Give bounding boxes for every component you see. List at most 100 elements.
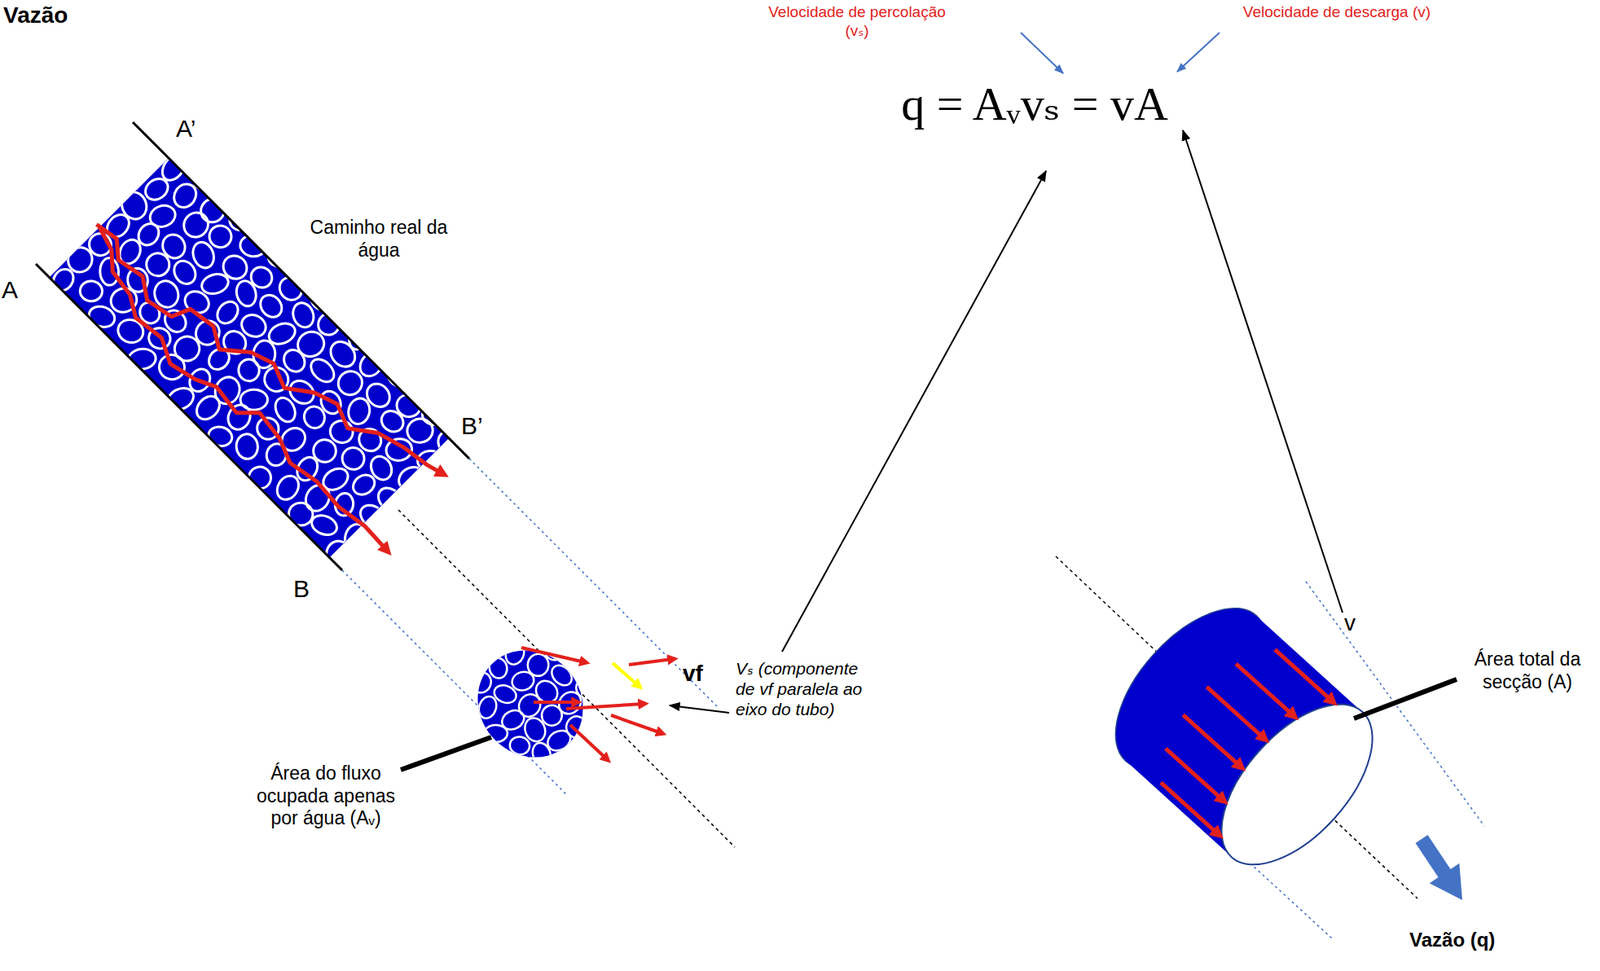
soil-grain [498, 707, 528, 734]
soil-grain [312, 439, 337, 463]
soil-grain [405, 417, 435, 444]
velocity-arrow [521, 647, 585, 663]
soil-grain [237, 311, 270, 342]
velocity-caption: Velocidade de descarga (v) [1239, 3, 1435, 22]
soil-grain [238, 233, 267, 259]
soil-grain [394, 391, 424, 420]
soil-grain [235, 433, 260, 461]
section-letter: B [293, 574, 326, 604]
section-letter: B’ [461, 411, 510, 441]
soil-grain [362, 378, 395, 412]
guide-line [469, 458, 717, 707]
soil-grain [265, 319, 299, 348]
soil-grain [514, 690, 545, 721]
velocity-arrow [1182, 715, 1241, 768]
leader-arrow [782, 171, 1047, 652]
velocity-arrow [1235, 663, 1294, 717]
leader-lines [400, 32, 1457, 770]
velocity-arrow [610, 715, 662, 734]
soil-grain [325, 337, 361, 373]
soil-grain [102, 210, 134, 242]
velocity-arrow [570, 725, 607, 760]
cross-section [444, 613, 622, 790]
soil-grain [158, 230, 190, 263]
area-label: Área total da secção (A) [1459, 648, 1596, 694]
soil-grain [508, 734, 532, 757]
soil-grain [279, 345, 309, 376]
velocity-arrow [533, 700, 577, 704]
leader-arrow [1182, 130, 1343, 613]
soil-grain [229, 209, 252, 231]
water-paths [63, 175, 453, 566]
flow-arrow-head [1429, 863, 1463, 901]
component-note: Vₛ (componente de vf paralela ao eixo do… [735, 658, 881, 721]
soil-grain [512, 758, 539, 779]
vector-label: vf [682, 659, 732, 688]
velocity-arrow [1274, 649, 1333, 702]
soil-grain [79, 280, 103, 303]
soil-grain [196, 193, 229, 227]
soil-grain [547, 661, 576, 690]
leader-arrow [1177, 32, 1220, 72]
tube-water [49, 158, 450, 559]
path-label: Caminho real da água [309, 216, 449, 262]
velocity-arrows [1160, 649, 1333, 835]
leader-line [400, 737, 492, 770]
soil-grain [192, 391, 225, 425]
formula: q = Aᵥvₛ = vA [855, 78, 1214, 131]
title: Vazão [3, 1, 68, 30]
flow-cylinder [1088, 581, 1401, 891]
leader-arrow [1020, 32, 1064, 74]
soil-grain [237, 358, 260, 383]
soil-grain [580, 698, 606, 726]
guide-line [342, 570, 567, 795]
axis-line [398, 509, 735, 848]
section-letter: A [1, 275, 35, 305]
soil-grain [99, 257, 119, 286]
velocity-caption: Velocidade de percolação (vₛ) [759, 3, 955, 41]
vector-label: v [1344, 609, 1377, 638]
soil-grain [539, 703, 565, 729]
axis-line [1055, 556, 1418, 899]
flow-label: Vazão (q) [1409, 928, 1524, 953]
cylinder-front [1194, 677, 1401, 891]
guide-lines [342, 458, 1485, 939]
soil-grain [286, 501, 315, 528]
soil-grain [134, 219, 163, 250]
soil-grain [492, 682, 519, 707]
soil-grain [325, 540, 352, 558]
soil-grain [355, 347, 387, 381]
soil-grain [265, 242, 294, 269]
soil-grain [373, 483, 408, 516]
velocity-arrow [566, 703, 644, 709]
soil-grain [575, 677, 597, 699]
soil-grain [382, 356, 416, 392]
leader-arrow [669, 705, 730, 713]
flow-arrow [1421, 839, 1447, 876]
section-water [456, 628, 605, 779]
soil-grain [356, 500, 390, 532]
soil-grain [240, 389, 269, 410]
soil-grain [246, 263, 277, 292]
velocity-arrow [628, 659, 673, 665]
soil-grain [394, 462, 427, 494]
soil-grain [206, 424, 234, 449]
velocity-arrow [1206, 686, 1265, 739]
leader-line [1353, 679, 1457, 719]
soil-grain [377, 406, 408, 436]
soil-grain [141, 248, 174, 281]
area-label: Área do fluxo ocupada apenas por água (A… [244, 762, 408, 831]
soil-grain [564, 714, 590, 740]
soil-grain [521, 715, 549, 745]
soil-grain [308, 512, 340, 539]
soil-grain [233, 278, 259, 308]
soil-tube [35, 122, 484, 581]
soil-grain [451, 683, 481, 713]
water-path [66, 227, 405, 566]
soil-grain [63, 242, 97, 277]
soil-grain [502, 640, 528, 668]
axial-component-arrow [612, 663, 639, 686]
soil-grain [179, 207, 214, 242]
